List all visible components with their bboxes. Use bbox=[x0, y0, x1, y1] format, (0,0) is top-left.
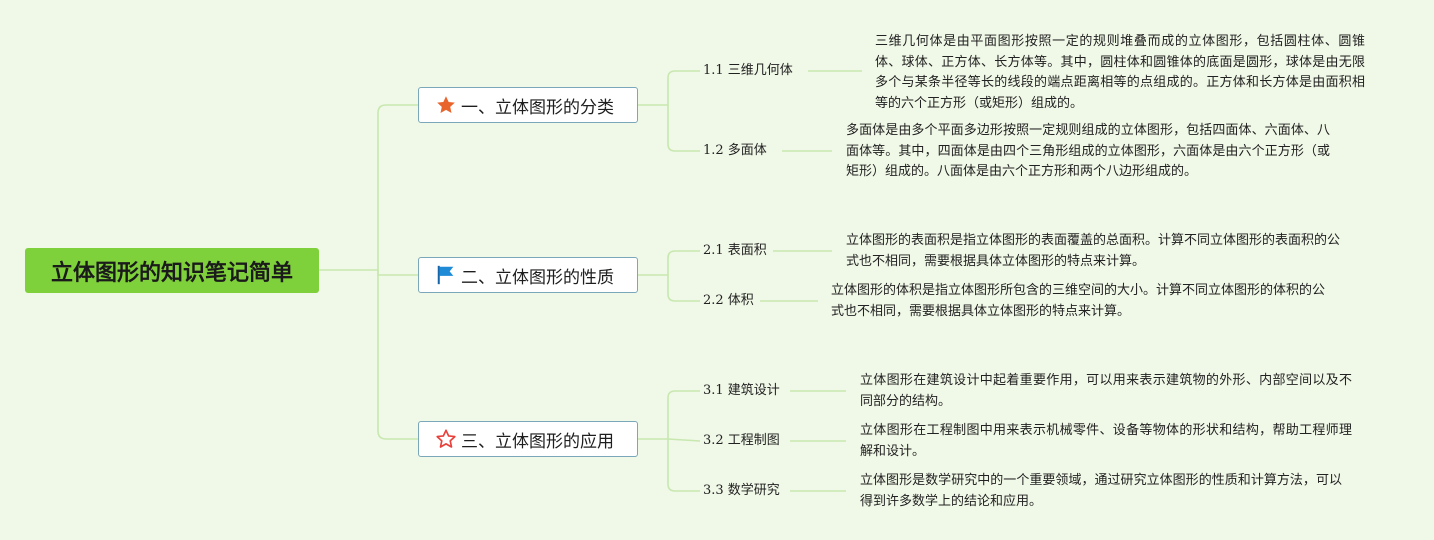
branch-3-to-sub-1 bbox=[667, 390, 700, 439]
subtopic-3d-solids[interactable]: 1.1 三维几何体 bbox=[703, 63, 793, 78]
branch-1-to-sub-1 bbox=[667, 70, 700, 105]
root-to-branch-3 bbox=[377, 270, 418, 440]
subtopic-architecture[interactable]: 3.1 建筑设计 bbox=[703, 383, 780, 398]
subtopic-polyhedron[interactable]: 1.2 多面体 bbox=[703, 143, 767, 158]
branch-2-to-sub-1 bbox=[667, 250, 700, 275]
branch-topic-label: 二、立体图形的性质 bbox=[461, 267, 614, 288]
flag-icon bbox=[435, 264, 457, 286]
note-3d-solids: 三维几何体是由平面图形按照一定的规则堆叠而成的立体图形，包括圆柱体、圆锥体、球体… bbox=[875, 34, 1365, 111]
branch-topic-properties[interactable]: 二、立体图形的性质 bbox=[418, 257, 638, 293]
note-math-research: 立体图形是数学研究中的一个重要领域，通过研究立体图形的性质和计算方法，可以得到许… bbox=[860, 473, 1342, 509]
subtopic-engineering-drawing[interactable]: 3.2 工程制图 bbox=[703, 433, 780, 448]
note-surface-area: 立体图形的表面积是指立体图形的表面覆盖的总面积。计算不同立体图形的表面积的公式也… bbox=[846, 233, 1341, 269]
branch-1-to-sub-2 bbox=[667, 105, 700, 152]
note-polyhedron: 多面体是由多个平面多边形按照一定规则组成的立体图形，包括四面体、六面体、八面体等… bbox=[846, 123, 1330, 179]
root-topic-label: 立体图形的知识笔记简单 bbox=[50, 260, 293, 286]
branch-3-to-sub-3 bbox=[667, 439, 700, 492]
root-to-branch-2 bbox=[377, 270, 418, 276]
note-volume: 立体图形的体积是指立体图形所包含的三维空间的大小。计算不同立体图形的体积的公式也… bbox=[831, 283, 1326, 319]
subtopic-math-research[interactable]: 3.3 数学研究 bbox=[703, 483, 780, 498]
note-architecture: 立体图形在建筑设计中起着重要作用，可以用来表示建筑物的外形、内部空间以及不同部分… bbox=[860, 373, 1352, 409]
branch-topic-label: 一、立体图形的分类 bbox=[461, 97, 614, 118]
star-filled-icon bbox=[435, 94, 457, 116]
branch-topic-applications[interactable]: 三、立体图形的应用 bbox=[418, 421, 638, 457]
note-engineering-drawing: 立体图形在工程制图中用来表示机械零件、设备等物体的形状和结构，帮助工程师理解和设… bbox=[860, 423, 1352, 459]
root-to-branch-1 bbox=[377, 104, 418, 270]
branch-3-to-sub-2 bbox=[667, 438, 701, 442]
subtopic-surface-area[interactable]: 2.1 表面积 bbox=[703, 243, 767, 258]
branch-2-to-sub-2 bbox=[667, 275, 700, 302]
root-topic[interactable]: 立体图形的知识笔记简单 bbox=[25, 248, 319, 293]
branch-topic-classification[interactable]: 一、立体图形的分类 bbox=[418, 87, 638, 123]
branch-topic-label: 三、立体图形的应用 bbox=[461, 431, 614, 452]
star-outline-icon bbox=[435, 428, 457, 450]
subtopic-volume[interactable]: 2.2 体积 bbox=[703, 293, 754, 308]
